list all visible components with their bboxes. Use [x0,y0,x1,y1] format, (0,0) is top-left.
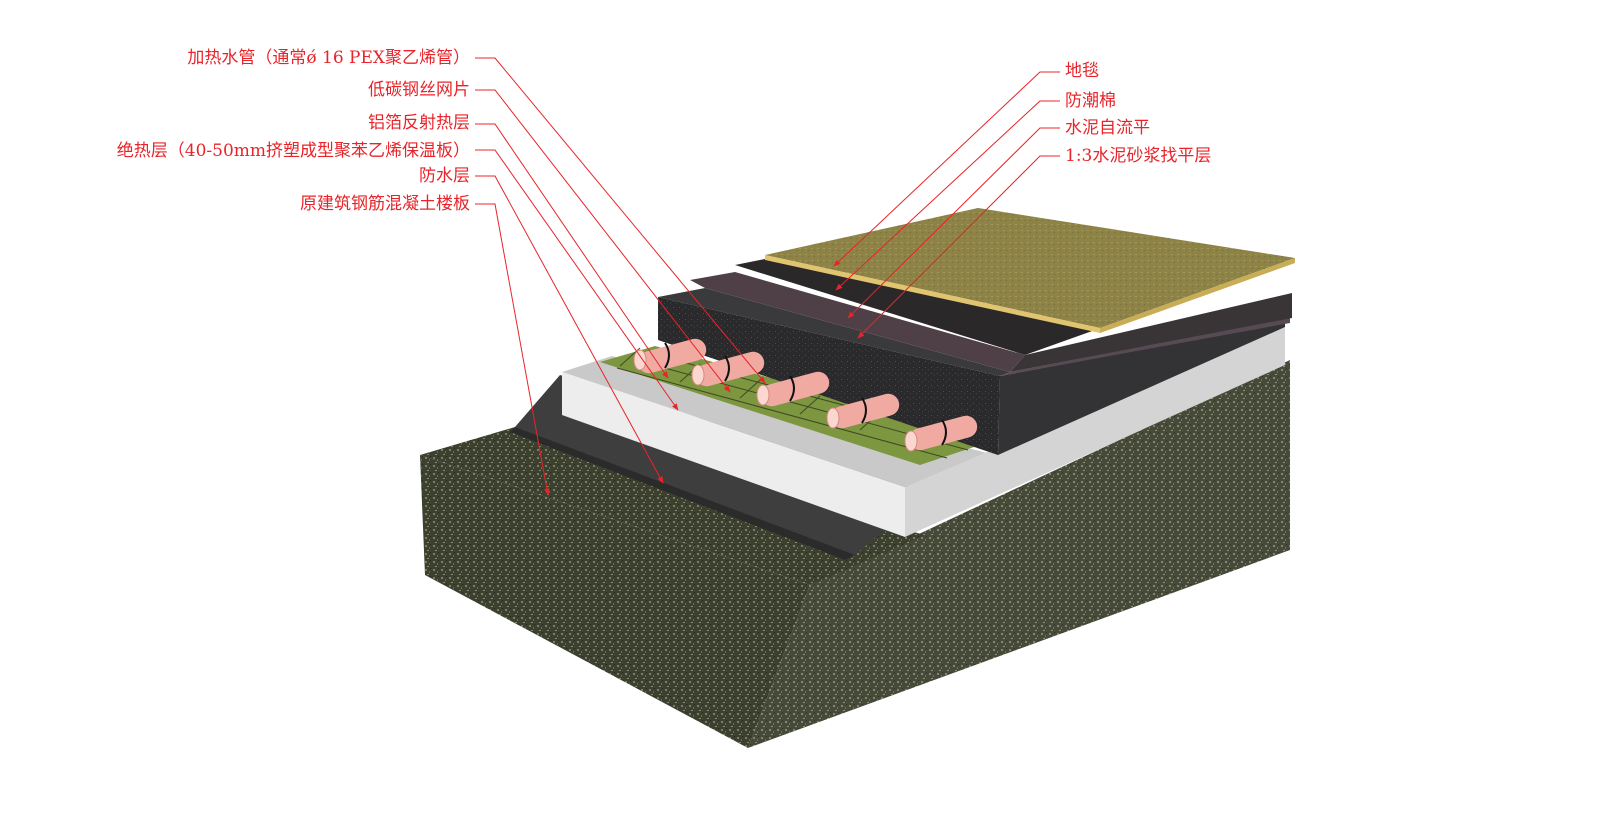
moisture-proof-layer [735,258,1095,355]
pipe-3 [756,371,830,407]
mortar-screed-front [658,297,1000,455]
moisture-proof-side [1010,293,1292,372]
mortar-screed-side [998,323,1285,455]
concrete-slab-front [420,455,810,748]
concrete-slab-top [420,427,925,585]
carpet-side [1100,258,1295,333]
label-self-leveling: 水泥自流平 [1065,118,1150,138]
label-moisture-proof: 防潮棉 [1065,91,1116,111]
carpet-edge [765,255,1100,333]
pipe-1 [633,338,707,374]
label-carpet: 地毯 [1065,61,1099,81]
concrete-slab-side [748,360,1290,748]
insulation-side [905,325,1285,537]
label-concrete-slab: 原建筑钢筋混凝土楼板 [300,194,470,214]
leader-lines-right [833,71,1060,339]
leader-lines-left [475,57,766,496]
self-leveling-layer [690,272,1025,372]
mortar-screed-top [658,288,1010,376]
pipe-2 [691,351,765,387]
heating-pipes [633,338,978,452]
label-insulation: 绝热层（40-50mm挤塑成型聚苯乙烯保温板） [116,141,470,161]
label-steel-mesh: 低碳钢丝网片 [368,80,470,100]
insulation-front [562,372,905,537]
label-waterproof: 防水层 [419,166,470,186]
self-leveling-layer-edge [1000,318,1290,376]
pipe-4 [826,393,900,429]
label-mortar-screed: 1:3水泥砂浆找平层 [1065,146,1212,166]
label-heating-pipe: 加热水管（通常ǿ 16 PEX聚乙烯管） [187,48,470,68]
waterproof-layer-edge [510,427,855,560]
label-foil-layer: 铝箔反射热层 [368,113,470,133]
pipe-5 [904,415,978,452]
carpet-top [765,208,1295,328]
